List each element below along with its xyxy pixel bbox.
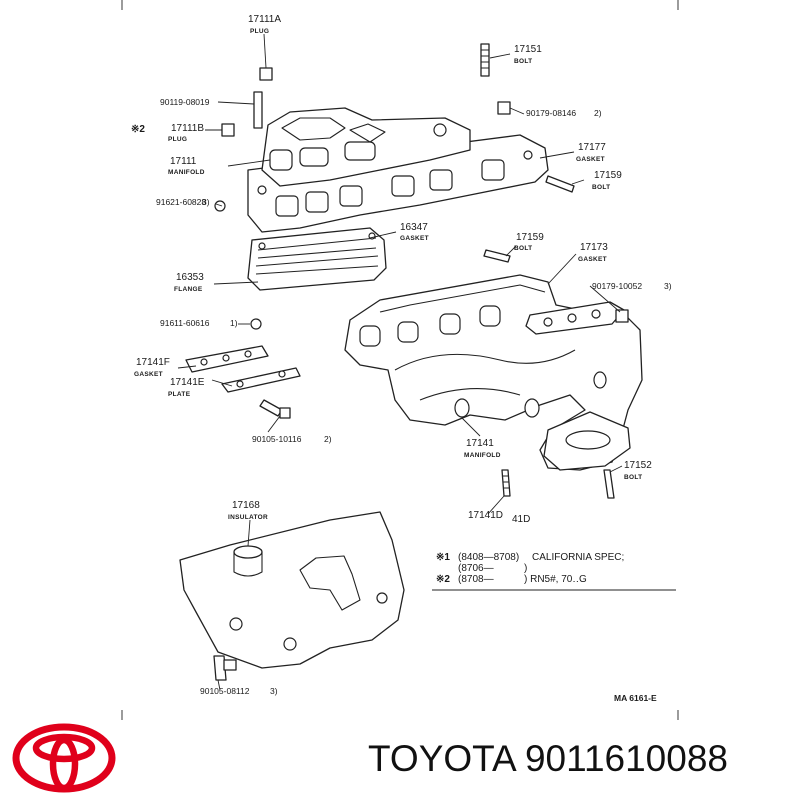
svg-text:FLANGE: FLANGE xyxy=(174,286,203,293)
svg-text:MANIFOLD: MANIFOLD xyxy=(168,169,205,176)
svg-text:BOLT: BOLT xyxy=(514,58,532,65)
part-label-17141d: 17141D 41D xyxy=(468,510,530,525)
svg-text:17141E: 17141E xyxy=(170,377,205,388)
svg-text:17177: 17177 xyxy=(578,142,606,153)
exhaust-manifold-drawing xyxy=(185,274,643,499)
svg-text:BOLT: BOLT xyxy=(624,474,642,481)
part-label-91611-60616: 91611-60616 1) xyxy=(160,318,238,328)
diagram-reference-id: MA 6161-E xyxy=(614,693,657,703)
svg-text:17141D: 17141D xyxy=(468,510,503,521)
svg-text:CALIFORNIA SPEC;: CALIFORNIA SPEC; xyxy=(532,552,624,563)
part-label-17152: 17152 BOLT xyxy=(624,460,652,481)
svg-text:17159: 17159 xyxy=(594,170,622,181)
part-label-90105-10116: 90105-10116 2) xyxy=(252,434,332,444)
svg-text:17141: 17141 xyxy=(466,438,494,449)
svg-text:1): 1) xyxy=(230,318,238,328)
part-label-91621-60828: 91621-60828 3) xyxy=(156,197,210,207)
svg-text:) RN5#, 70‥G: ) RN5#, 70‥G xyxy=(524,574,587,585)
svg-text:GASKET: GASKET xyxy=(134,371,163,378)
svg-text:91621-60828: 91621-60828 xyxy=(156,197,206,207)
leader-lines xyxy=(177,33,623,691)
svg-text:INSULATOR: INSULATOR xyxy=(228,514,268,521)
svg-text:(8408—8708): (8408—8708) xyxy=(458,552,519,563)
svg-text:16353: 16353 xyxy=(176,272,204,283)
svg-text:): ) xyxy=(524,563,527,574)
svg-text:GASKET: GASKET xyxy=(576,156,605,163)
svg-text:※1: ※1 xyxy=(436,552,450,563)
part-label-16353: 16353 FLANGE xyxy=(174,272,204,293)
part-number: 9011610088 xyxy=(524,738,728,779)
intake-manifold-drawing xyxy=(214,43,575,330)
svg-text:2): 2) xyxy=(594,108,602,118)
svg-text:3): 3) xyxy=(664,281,672,291)
svg-text:3): 3) xyxy=(270,686,278,696)
heat-insulator-drawing xyxy=(179,511,405,681)
svg-text:BOLT: BOLT xyxy=(514,245,532,252)
svg-text:91611-60616: 91611-60616 xyxy=(160,318,210,328)
svg-text:17111: 17111 xyxy=(170,156,197,167)
svg-text:17168: 17168 xyxy=(232,500,260,511)
svg-text:90179-08146: 90179-08146 xyxy=(526,108,576,118)
svg-text:17151: 17151 xyxy=(514,44,542,55)
crop-marks xyxy=(121,0,679,720)
svg-text:GASKET: GASKET xyxy=(400,235,429,242)
svg-text:17111B: 17111B xyxy=(171,123,204,134)
part-label-90179-10052: 90179-10052 3) xyxy=(592,281,672,291)
part-label-17168: 17168 INSULATOR xyxy=(228,500,268,521)
svg-text:90105-08112: 90105-08112 xyxy=(200,686,250,696)
svg-text:BOLT: BOLT xyxy=(592,184,610,191)
svg-text:(8708—: (8708— xyxy=(458,574,494,585)
svg-text:PLUG: PLUG xyxy=(250,28,269,35)
svg-text:17159: 17159 xyxy=(516,232,544,243)
svg-text:17111A: 17111A xyxy=(248,14,281,25)
part-label-17159-upper: 17159 BOLT xyxy=(592,170,622,191)
svg-text:90105-10116: 90105-10116 xyxy=(252,434,302,444)
toyota-logo-icon xyxy=(12,723,116,793)
svg-text:PLUG: PLUG xyxy=(168,136,187,143)
brand-part-number: TOYOTA 9011610088 xyxy=(368,738,728,780)
svg-text:90179-10052: 90179-10052 xyxy=(592,281,642,291)
svg-text:17152: 17152 xyxy=(624,460,652,471)
part-label-17111b: ※2 17111B PLUG xyxy=(131,123,204,143)
part-label-17141: 17141 MANIFOLD xyxy=(464,438,501,459)
part-label-17111: 17111 MANIFOLD xyxy=(168,156,205,176)
part-label-17177: 17177 GASKET xyxy=(576,142,606,163)
svg-text:17173: 17173 xyxy=(580,242,608,253)
part-label-17141f: 17141F GASKET xyxy=(134,357,170,378)
part-label-17141e: 17141E PLATE xyxy=(168,377,205,398)
svg-text:90119-08019: 90119-08019 xyxy=(160,97,210,107)
part-label-17159-lower: 17159 BOLT xyxy=(514,232,544,252)
svg-text:(8706—: (8706— xyxy=(458,563,494,574)
brand-name: TOYOTA xyxy=(368,738,515,779)
svg-text:※2: ※2 xyxy=(436,574,450,585)
part-label-90179-08146: 90179-08146 2) xyxy=(526,108,602,118)
spec-legend: ※1 (8408—8708) CALIFORNIA SPEC; (8706— )… xyxy=(432,552,676,591)
svg-text:※2: ※2 xyxy=(131,124,145,135)
svg-text:16347: 16347 xyxy=(400,222,428,233)
part-label-90105-08112: 90105-08112 3) xyxy=(200,686,278,696)
svg-text:PLATE: PLATE xyxy=(168,391,191,398)
svg-text:2): 2) xyxy=(324,434,332,444)
part-label-17173: 17173 GASKET xyxy=(578,242,608,263)
svg-text:GASKET: GASKET xyxy=(578,256,607,263)
exploded-parts-diagram: 17111A PLUG 17151 BOLT 90119-08019 90179… xyxy=(121,0,679,720)
svg-text:MANIFOLD: MANIFOLD xyxy=(464,452,501,459)
part-label-17111a: 17111A PLUG xyxy=(248,14,281,35)
svg-text:3): 3) xyxy=(202,197,210,207)
svg-text:17141F: 17141F xyxy=(136,357,170,368)
part-label-17151: 17151 BOLT xyxy=(514,44,542,65)
part-label-90119-08019: 90119-08019 xyxy=(160,97,210,107)
part-label-16347: 16347 GASKET xyxy=(400,222,429,242)
svg-text:41D: 41D xyxy=(512,514,530,525)
